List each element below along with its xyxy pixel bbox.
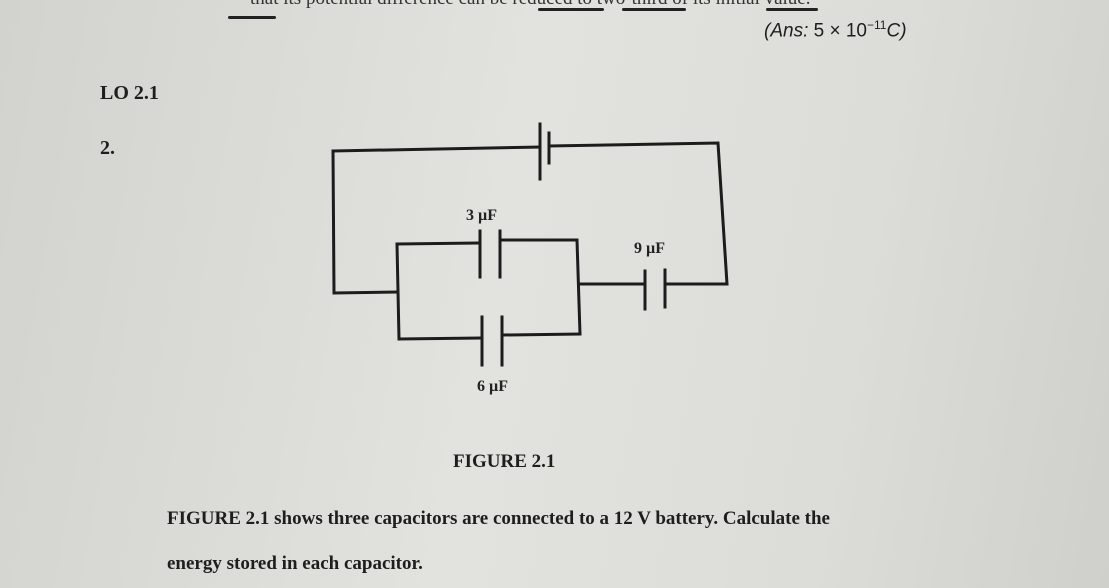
wire-node-left xyxy=(395,242,401,341)
underline-mark xyxy=(228,16,276,19)
label-9uf: 9 µF xyxy=(634,240,665,257)
wire-3uf-right xyxy=(500,238,582,336)
answer-exponent: −11 xyxy=(867,18,887,32)
wire-6uf-right xyxy=(502,332,582,337)
underline-mark xyxy=(622,8,686,11)
learning-outcome-heading: LO 2.1 xyxy=(100,82,159,104)
answer-unit: C) xyxy=(886,20,907,42)
previous-question-text: that its potential difference can be red… xyxy=(250,0,811,10)
answer: (Ans: 5 × 10−11C) xyxy=(764,18,907,42)
question-text-line-1: FIGURE 2.1 shows three capacitors are co… xyxy=(167,508,830,529)
label-3uf: 3 µF xyxy=(466,207,497,224)
wire-top-left xyxy=(331,145,542,153)
wire-6uf-left xyxy=(397,336,482,341)
label-6uf: 6 µF xyxy=(477,378,508,395)
question-text-line-2: energy stored in each capacitor. xyxy=(167,553,423,574)
wire-left xyxy=(331,149,399,295)
underline-mark xyxy=(766,8,818,11)
question-number: 2. xyxy=(100,137,115,159)
wire-3uf-left xyxy=(395,241,480,246)
wire-top-right xyxy=(547,141,729,286)
underline-mark xyxy=(538,8,604,11)
answer-prefix: (Ans: xyxy=(764,20,809,42)
figure-caption: FIGURE 2.1 xyxy=(453,451,556,472)
answer-value: 5 × 10 xyxy=(813,20,867,42)
